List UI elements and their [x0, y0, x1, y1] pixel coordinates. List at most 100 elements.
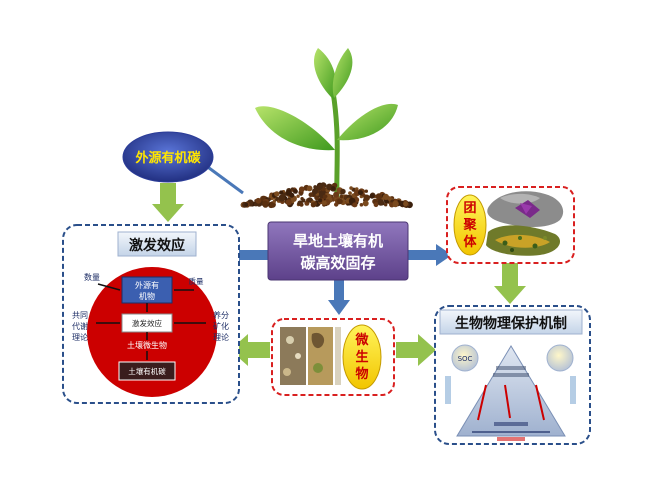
exogenous-label: 外源有机碳	[134, 150, 201, 166]
center-line-1: 旱地土壤有机	[293, 232, 383, 250]
soil-granule	[373, 202, 379, 208]
soil-granule	[392, 200, 399, 208]
aggregate-image	[486, 191, 564, 256]
tri-text-placeholder-2	[493, 373, 529, 377]
exogenous-oval: 外源有机碳	[122, 131, 214, 183]
microbe-image-1	[280, 327, 306, 385]
exogenous-link-line	[204, 163, 244, 195]
soil-granule	[313, 185, 318, 189]
biophysical-title-box	[439, 309, 583, 335]
soil-granule	[362, 200, 369, 207]
priming-title-box	[117, 231, 197, 257]
leaf-top-right	[332, 48, 353, 98]
aggregate-char-1: 团	[463, 201, 476, 216]
soc-ball	[451, 344, 479, 372]
tri-text-placeholder-4	[497, 437, 525, 441]
biophysical-panel: 生物物理保护机制 SOC	[434, 305, 591, 445]
quantity-label: 数量	[84, 272, 100, 282]
soil-granule	[382, 193, 389, 200]
tri-red-arrow-mid	[504, 384, 511, 419]
soil-granule	[317, 183, 324, 190]
soil-granule	[369, 193, 375, 199]
soil-granule	[296, 194, 300, 198]
exogenous-matter-line1: 外源有	[135, 280, 159, 290]
leaf-left-lower	[255, 106, 335, 151]
left-theory-2: 代谢	[72, 321, 88, 331]
soil-granule	[282, 192, 287, 197]
soil-granule	[306, 185, 313, 192]
center-line-2: 碳高效固存	[300, 254, 375, 272]
soil-granule	[299, 202, 304, 207]
aggregate-char-2: 聚	[462, 218, 477, 233]
aggregate-ball	[546, 344, 574, 372]
soil-granule	[364, 189, 368, 193]
soil-granule	[253, 202, 258, 207]
tri-text-placeholder-3	[494, 422, 528, 426]
soil-granule	[403, 201, 409, 207]
right-theory-2: 矿化	[213, 321, 229, 331]
soil-granule	[310, 202, 316, 208]
soil-granule	[274, 191, 280, 197]
soil-granule	[293, 189, 298, 194]
microbe-panel: 微 生 物	[271, 318, 395, 396]
right-theory-3: 理论	[213, 332, 229, 342]
soil-granule	[322, 200, 327, 206]
soil-granule	[272, 199, 276, 204]
soil-granule	[340, 188, 346, 195]
tri-side-text-right	[570, 376, 576, 404]
tri-side-text-left	[445, 376, 451, 404]
tri-red-arrow-left	[477, 384, 487, 421]
soil-organic-carbon-label: 土壤有机碳	[128, 366, 166, 376]
soil-granule	[279, 190, 284, 195]
soil-granule	[375, 193, 383, 200]
blue-arrow-to-microbe	[328, 280, 350, 315]
aggregate-panel: 团 聚 体	[446, 186, 575, 264]
soil-granule	[298, 186, 305, 193]
center-box: 旱地土壤有机 碳高效固存	[267, 221, 409, 281]
green-arrow-to-biophysical-bottom	[396, 334, 436, 366]
tri-red-arrow-right	[535, 384, 545, 421]
soil-granule	[326, 183, 333, 191]
soil-granule	[333, 191, 340, 198]
leaf-top-left	[313, 48, 337, 100]
soil-granule	[337, 198, 343, 205]
soil-granule	[349, 186, 353, 190]
soil-granule	[359, 203, 364, 207]
soil-granule	[255, 197, 262, 204]
soil-granule	[308, 192, 314, 197]
soil-granule	[348, 191, 352, 196]
biophysical-title: 生物物理保护机制	[455, 315, 567, 332]
aggregate-badge	[453, 194, 487, 256]
soil-granule	[285, 199, 292, 206]
quality-label: 质量	[189, 276, 204, 286]
soil-organic-carbon-box	[118, 361, 176, 381]
exogenous-matter-line2: 机物	[139, 291, 155, 301]
soil-mound	[240, 182, 413, 209]
soil-granule	[244, 202, 249, 207]
aggregate-char-3: 体	[463, 234, 477, 250]
priming-effect-inner: 激发效应	[132, 318, 162, 328]
priming-title: 激发效应	[129, 237, 185, 254]
tri-text-placeholder-1	[496, 366, 526, 370]
microbe-char-2: 生	[355, 349, 368, 365]
soil-granule	[322, 194, 328, 200]
soil-granule	[384, 203, 388, 207]
soil-granule	[363, 194, 371, 202]
left-theory-1: 共同	[72, 311, 88, 320]
soil-granule	[358, 190, 363, 196]
soc-label: SOC	[458, 355, 473, 363]
leaf-right-lower	[337, 103, 398, 141]
right-theory-1: 养分	[213, 310, 229, 320]
soil-granule	[278, 194, 286, 202]
soil-granule	[285, 189, 292, 196]
green-arrow-to-biophysical	[494, 262, 526, 304]
arrow-quantity	[97, 283, 121, 291]
soil-granule	[307, 197, 313, 203]
soil-granule	[262, 200, 269, 207]
green-arrow-down-exogenous	[152, 183, 184, 222]
microbe-badge	[342, 324, 382, 390]
soil-granule	[352, 202, 358, 208]
microbe-char-3: 物	[355, 366, 368, 382]
soil-granule	[331, 186, 336, 191]
